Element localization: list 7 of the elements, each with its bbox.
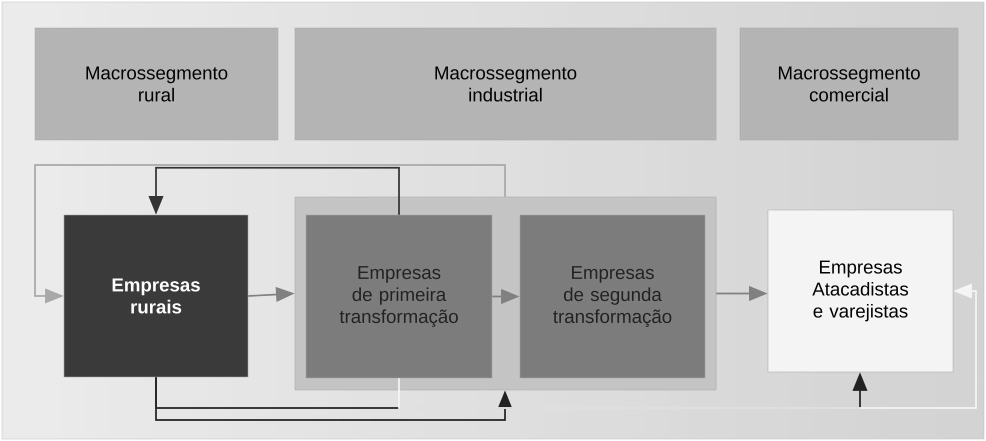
segment-box: Macrossegmento comercial xyxy=(740,28,958,140)
segment-box: Macrossegmento rural xyxy=(34,28,278,140)
process-box: Empresas Atacadistas e varejistas xyxy=(768,210,954,372)
process-box: Empresas de primeira transformação xyxy=(306,214,492,378)
process-box: Empresas rurais xyxy=(64,214,248,378)
segment-box: Macrossegmento industrial xyxy=(294,28,716,140)
process-box: Empresas de segunda transformação xyxy=(520,214,706,378)
